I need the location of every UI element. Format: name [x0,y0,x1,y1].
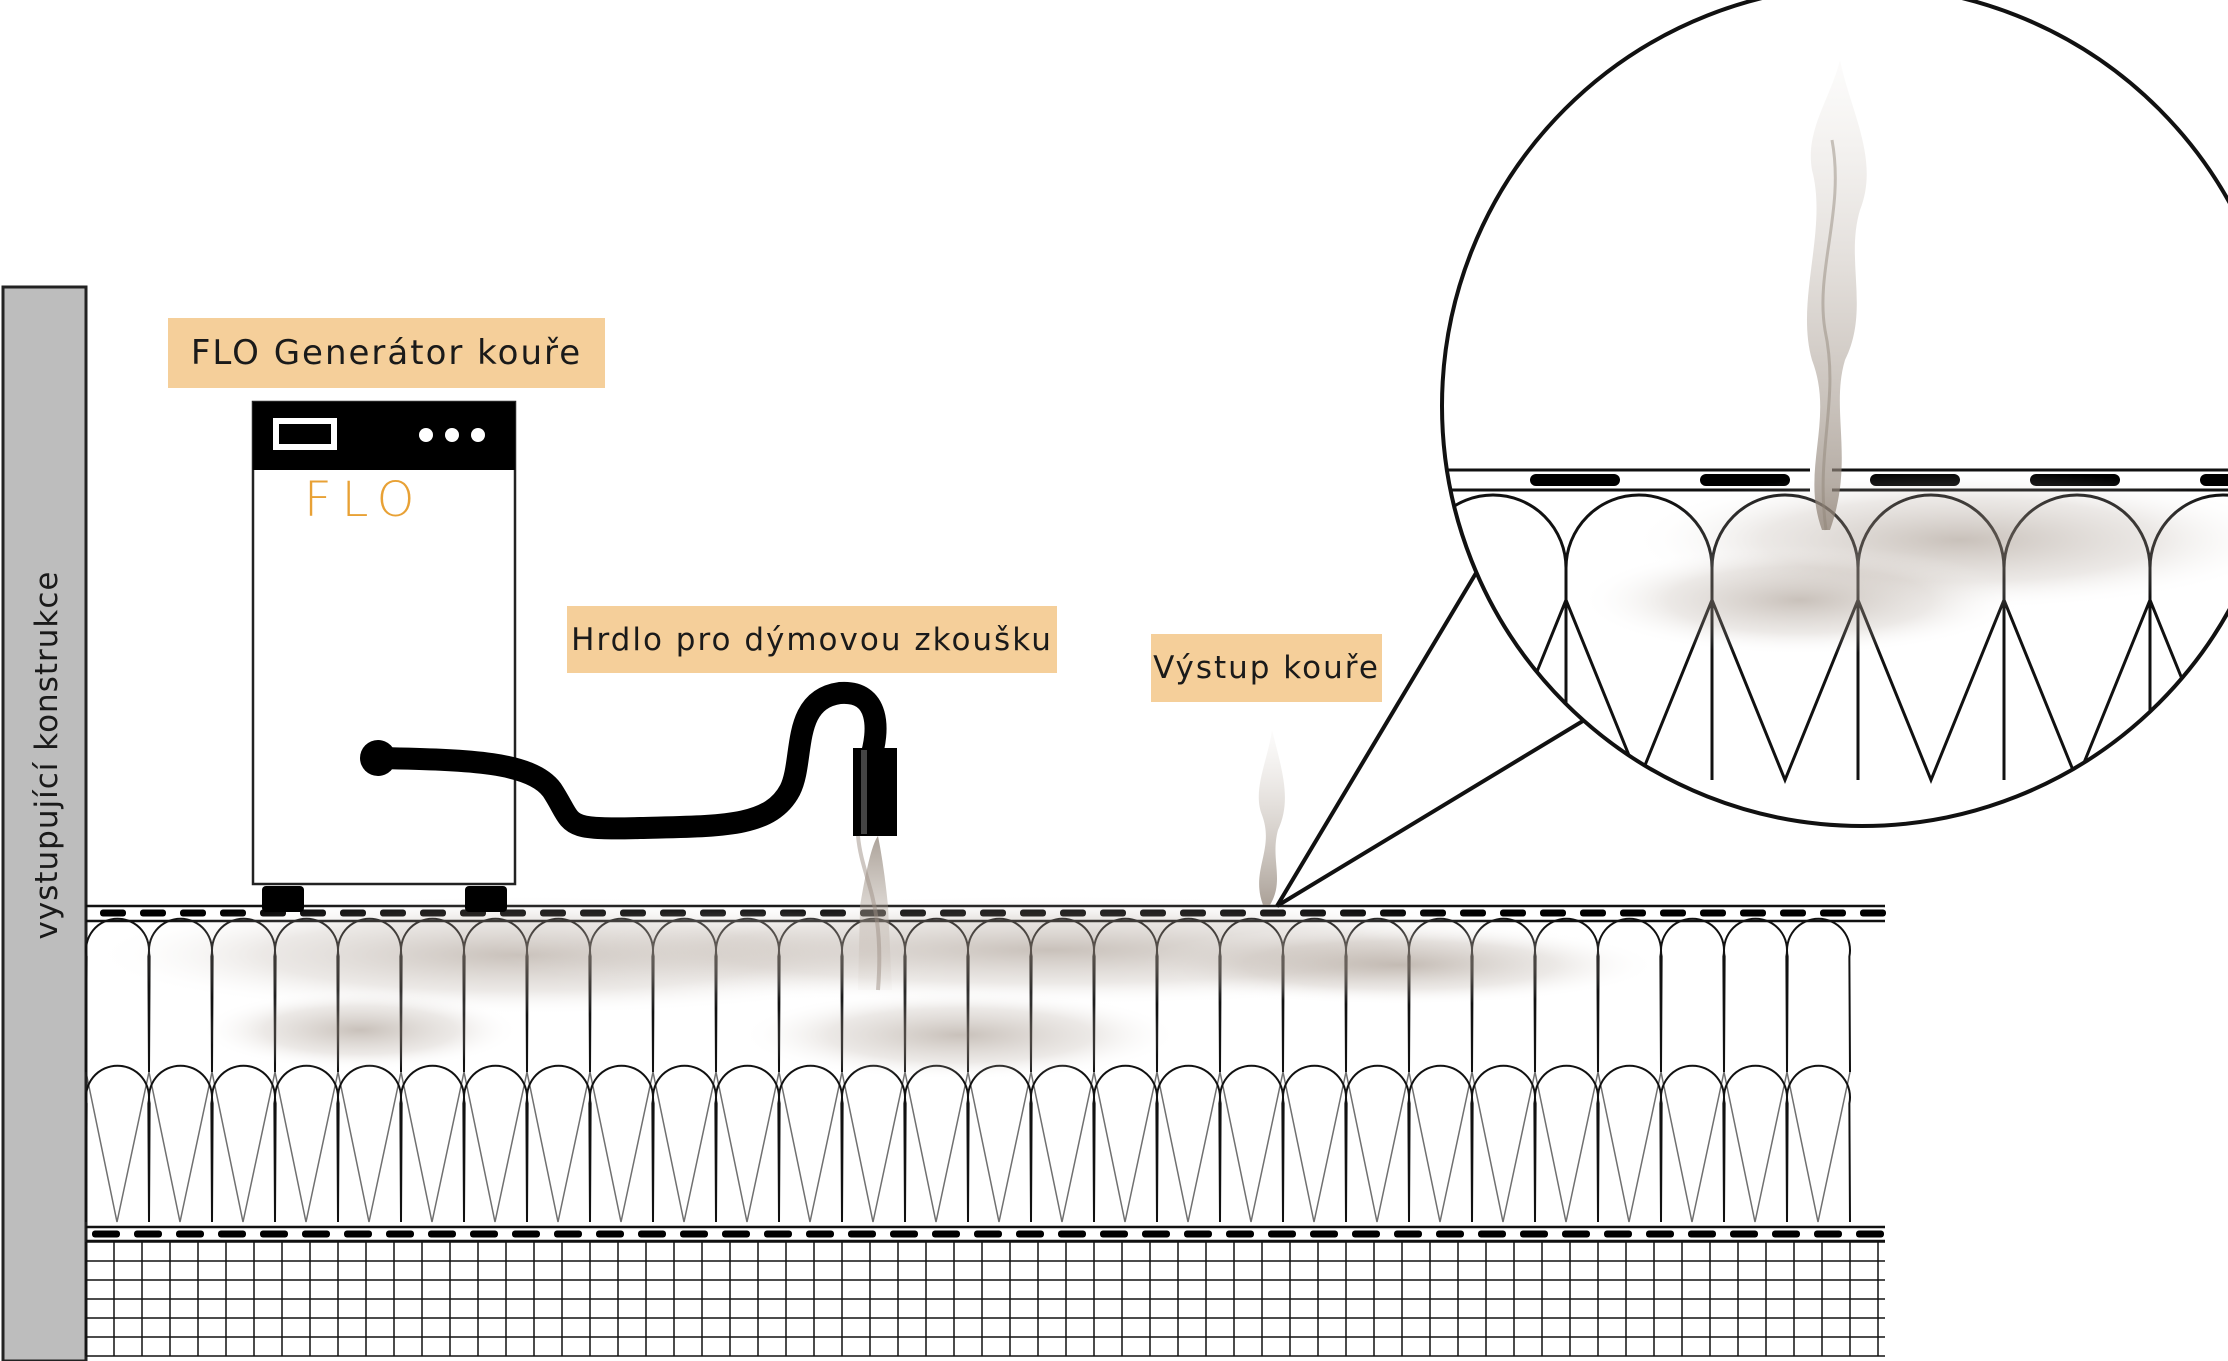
nozzle-label: Hrdlo pro dýmovou zkoušku [567,606,1057,673]
wall-label: vystupující konstrukce [29,570,65,940]
smoke-hose [360,681,897,840]
smoke-generator [251,400,517,912]
bottom-membrane [86,1225,1885,1243]
smoke-exit-plume [1258,730,1285,905]
generator-brand-logo: FLO [304,472,425,528]
deck-grid [85,1241,1885,1357]
protruding-wall [1,285,88,1361]
magnifier-leader [1275,551,1608,908]
generator-foot [262,886,304,912]
generator-button-icon [471,428,485,442]
generator-body [251,400,517,886]
magnified-detail [1440,0,2228,828]
smoke-under-membrane [90,895,1660,1080]
generator-label: FLO Generátor kouře [168,318,605,388]
hose-end-cap [360,740,396,776]
smoke-test-nozzle [853,748,897,836]
generator-button-icon [419,428,433,442]
generator-foot [465,886,507,912]
generator-button-icon [445,428,459,442]
smoke-exit-label: Výstup kouře [1151,634,1382,702]
